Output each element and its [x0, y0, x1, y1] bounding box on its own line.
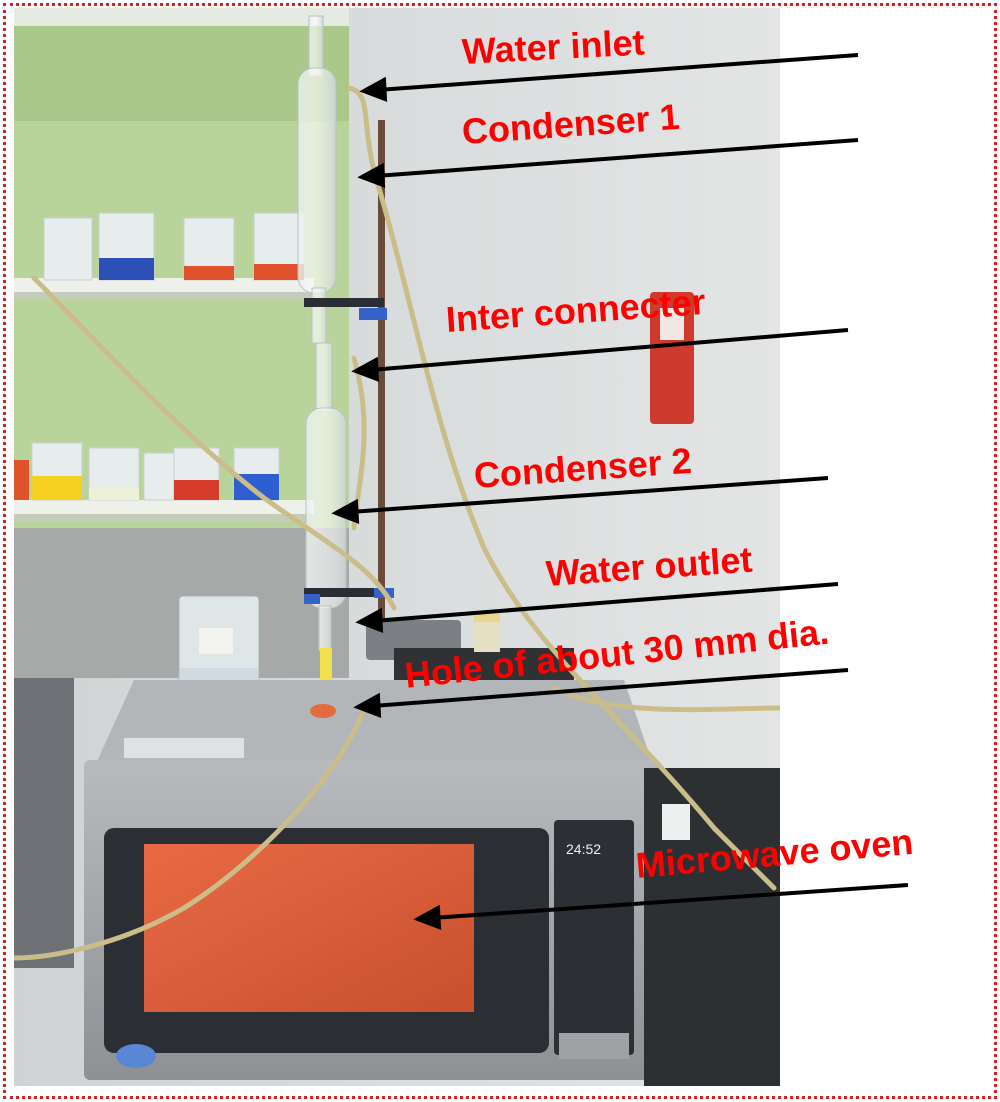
- arrow-inter-connecter: [351, 328, 849, 382]
- arrow-microwave-oven: [413, 883, 909, 930]
- oven-display: 24:52: [566, 841, 601, 857]
- tubing: [14, 85, 780, 961]
- beakers-upper-shelf: [43, 212, 305, 281]
- arrow-condenser-1: [357, 138, 859, 188]
- arrow-water-outlet: [355, 582, 839, 633]
- arrow-hole: [353, 668, 849, 718]
- arrow-condenser-2: [331, 476, 829, 524]
- lab-setup-photo: 24:52: [14, 8, 780, 1086]
- arrow-water-inlet: [359, 53, 859, 102]
- condenser-glassware: [297, 15, 347, 700]
- beakers-lower-shelf: [14, 442, 280, 501]
- dotted-frame: [3, 3, 997, 1099]
